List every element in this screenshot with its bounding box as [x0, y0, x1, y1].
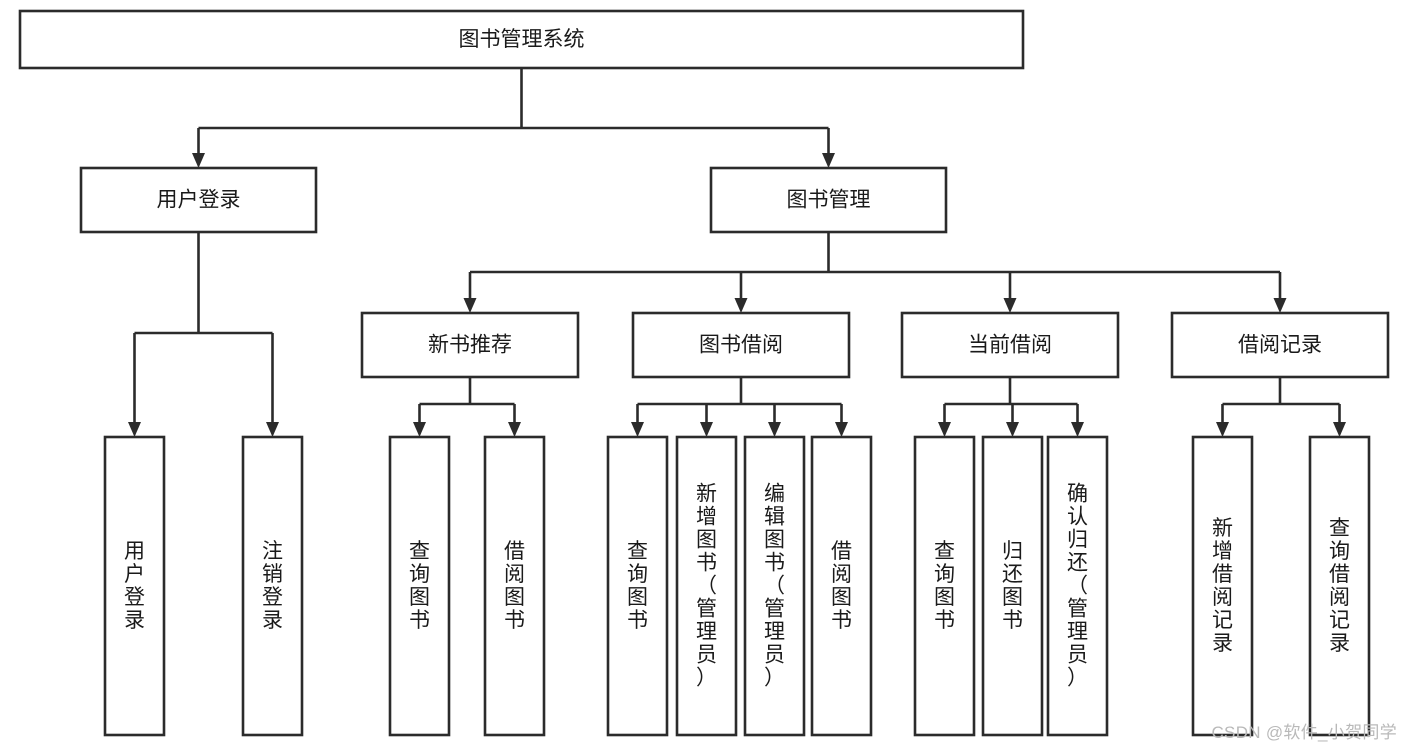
arrow-head: [192, 153, 205, 168]
node-label: 借阅图书: [504, 540, 525, 632]
node-label: 借阅记录: [1238, 334, 1322, 357]
node-label: 归还图书: [1002, 540, 1023, 632]
node-leaf-4[interactable]: 查询图书: [606, 435, 669, 737]
arrow-head: [1273, 298, 1287, 313]
node-label: 确认归还（管理员）: [1067, 482, 1088, 689]
arrow-head: [1071, 422, 1084, 437]
node-label: 新增借阅记录: [1212, 517, 1233, 655]
arrow-head: [1003, 298, 1017, 313]
node-box[interactable]: [241, 435, 304, 737]
node-box[interactable]: [1191, 435, 1254, 737]
arrow-head: [128, 422, 141, 437]
node-box[interactable]: [631, 311, 851, 379]
arrow-head: [700, 422, 713, 437]
node-box[interactable]: [743, 435, 806, 737]
arrow-head: [266, 422, 279, 437]
node-label: 用户登录: [124, 540, 145, 632]
node-label: 当前借阅: [968, 334, 1052, 357]
node-leaf-11[interactable]: 新增借阅记录: [1191, 435, 1254, 737]
node-leaf-6[interactable]: 编辑图书（管理员）: [743, 435, 806, 737]
node-label: 查询图书: [409, 540, 430, 632]
arrow-head: [938, 422, 951, 437]
node-label: 用户登录: [157, 189, 241, 212]
node-label: 图书管理: [787, 189, 871, 212]
arrow-head: [835, 422, 848, 437]
node-level2-0[interactable]: 新书推荐: [360, 311, 580, 379]
node-label: 查询借阅记录: [1329, 517, 1350, 655]
arrow-head: [734, 298, 748, 313]
node-box[interactable]: [1170, 311, 1390, 379]
arrow-head: [1216, 422, 1229, 437]
node-leaf-7[interactable]: 借阅图书: [810, 435, 873, 737]
node-label: 图书借阅: [699, 334, 783, 357]
node-leaf-2[interactable]: 查询图书: [388, 435, 451, 737]
node-box[interactable]: [483, 435, 546, 737]
node-box[interactable]: [1046, 435, 1109, 737]
arrow-head: [413, 422, 426, 437]
node-label: 借阅图书: [831, 540, 852, 632]
node-box[interactable]: [388, 435, 451, 737]
node-box[interactable]: [900, 311, 1120, 379]
node-leaf-5[interactable]: 新增图书（管理员）: [675, 435, 738, 737]
node-box[interactable]: [18, 9, 1025, 70]
node-box[interactable]: [79, 166, 318, 234]
node-label: 注销登录: [262, 540, 283, 632]
node-leaf-8[interactable]: 查询图书: [913, 435, 976, 737]
arrow-head: [822, 153, 835, 168]
node-box[interactable]: [709, 166, 948, 234]
arrow-head: [1333, 422, 1346, 437]
node-label: 新书推荐: [428, 334, 512, 357]
arrow-head: [463, 298, 477, 313]
node-leaf-9[interactable]: 归还图书: [981, 435, 1044, 737]
node-leaf-1[interactable]: 注销登录: [241, 435, 304, 737]
node-leaf-3[interactable]: 借阅图书: [483, 435, 546, 737]
node-label: 查询图书: [934, 540, 955, 632]
connector-layer: [128, 68, 1346, 437]
node-leaf-0[interactable]: 用户登录: [103, 435, 166, 737]
node-user-login[interactable]: 用户登录: [79, 166, 318, 234]
arrow-head: [631, 422, 644, 437]
node-level2-2[interactable]: 当前借阅: [900, 311, 1120, 379]
node-box[interactable]: [606, 435, 669, 737]
node-level2-3[interactable]: 借阅记录: [1170, 311, 1390, 379]
node-box[interactable]: [360, 311, 580, 379]
node-label: 查询图书: [627, 540, 648, 632]
node-level2-1[interactable]: 图书借阅: [631, 311, 851, 379]
node-box[interactable]: [913, 435, 976, 737]
node-box[interactable]: [810, 435, 873, 737]
node-box[interactable]: [675, 435, 738, 737]
node-box[interactable]: [1308, 435, 1371, 737]
node-label: 图书管理系统: [459, 28, 585, 51]
node-layer: 图书管理系统用户登录图书管理新书推荐图书借阅当前借阅借阅记录用户登录注销登录查询…: [18, 9, 1390, 737]
node-leaf-10[interactable]: 确认归还（管理员）: [1046, 435, 1109, 737]
node-box[interactable]: [103, 435, 166, 737]
node-box[interactable]: [981, 435, 1044, 737]
node-book-management[interactable]: 图书管理: [709, 166, 948, 234]
arrow-head: [508, 422, 521, 437]
node-label: 编辑图书（管理员）: [764, 482, 785, 689]
arrow-head: [768, 422, 781, 437]
node-label: 新增图书（管理员）: [696, 482, 717, 689]
arrow-head: [1006, 422, 1019, 437]
node-leaf-12[interactable]: 查询借阅记录: [1308, 435, 1371, 737]
node-root-library-system[interactable]: 图书管理系统: [18, 9, 1025, 70]
